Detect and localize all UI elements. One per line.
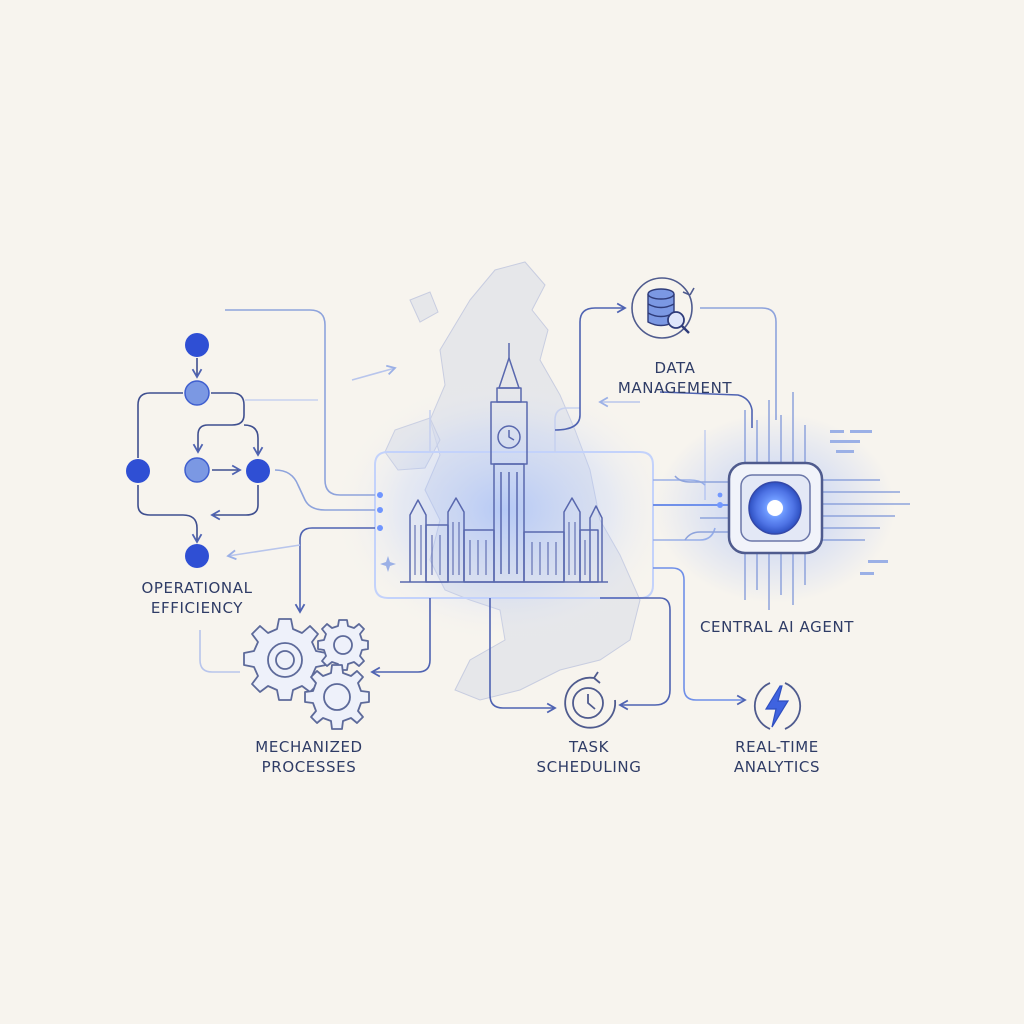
data-management-label-line1: DATA	[654, 359, 696, 377]
data-management-label-line2: MANAGEMENT	[617, 379, 733, 397]
hub-frame	[374, 451, 654, 599]
data-management-label: DATA MANAGEMENT	[618, 358, 732, 398]
hub-glow	[330, 375, 680, 645]
real-time-analytics-label: REAL-TIME ANALYTICS	[734, 737, 820, 777]
operational-efficiency-label: OPERATIONAL EFFICIENCY	[141, 578, 252, 618]
task-scheduling-label-line1: TASK	[568, 738, 610, 756]
operational-efficiency-label-line2: EFFICIENCY	[150, 599, 244, 617]
mechanized-processes-label: MECHANIZED PROCESSES	[255, 737, 362, 777]
operational-efficiency-label-line1: OPERATIONAL	[141, 579, 253, 597]
task-scheduling-label-line2: SCHEDULING	[536, 758, 642, 776]
real-time-analytics-label-line1: REAL-TIME	[735, 738, 819, 756]
workflow-icon	[126, 333, 270, 568]
lightning-bolt-icon	[753, 682, 802, 730]
central-ai-agent-label-line1: CENTRAL AI AGENT	[699, 618, 855, 636]
real-time-analytics-label-line2: ANALYTICS	[733, 758, 821, 776]
clock-icon	[564, 671, 617, 729]
big-ben-parliament-icon	[400, 343, 608, 583]
database-search-icon	[631, 277, 695, 339]
task-scheduling-label: TASK SCHEDULING	[537, 737, 642, 777]
mechanized-processes-label-line2: PROCESSES	[261, 758, 357, 776]
ai-chip-icon	[655, 392, 910, 610]
gears-icon	[243, 618, 370, 730]
mechanized-processes-label-line1: MECHANIZED	[255, 738, 363, 756]
sparkle-icon	[380, 556, 396, 572]
central-ai-agent-label: CENTRAL AI AGENT	[700, 617, 854, 637]
